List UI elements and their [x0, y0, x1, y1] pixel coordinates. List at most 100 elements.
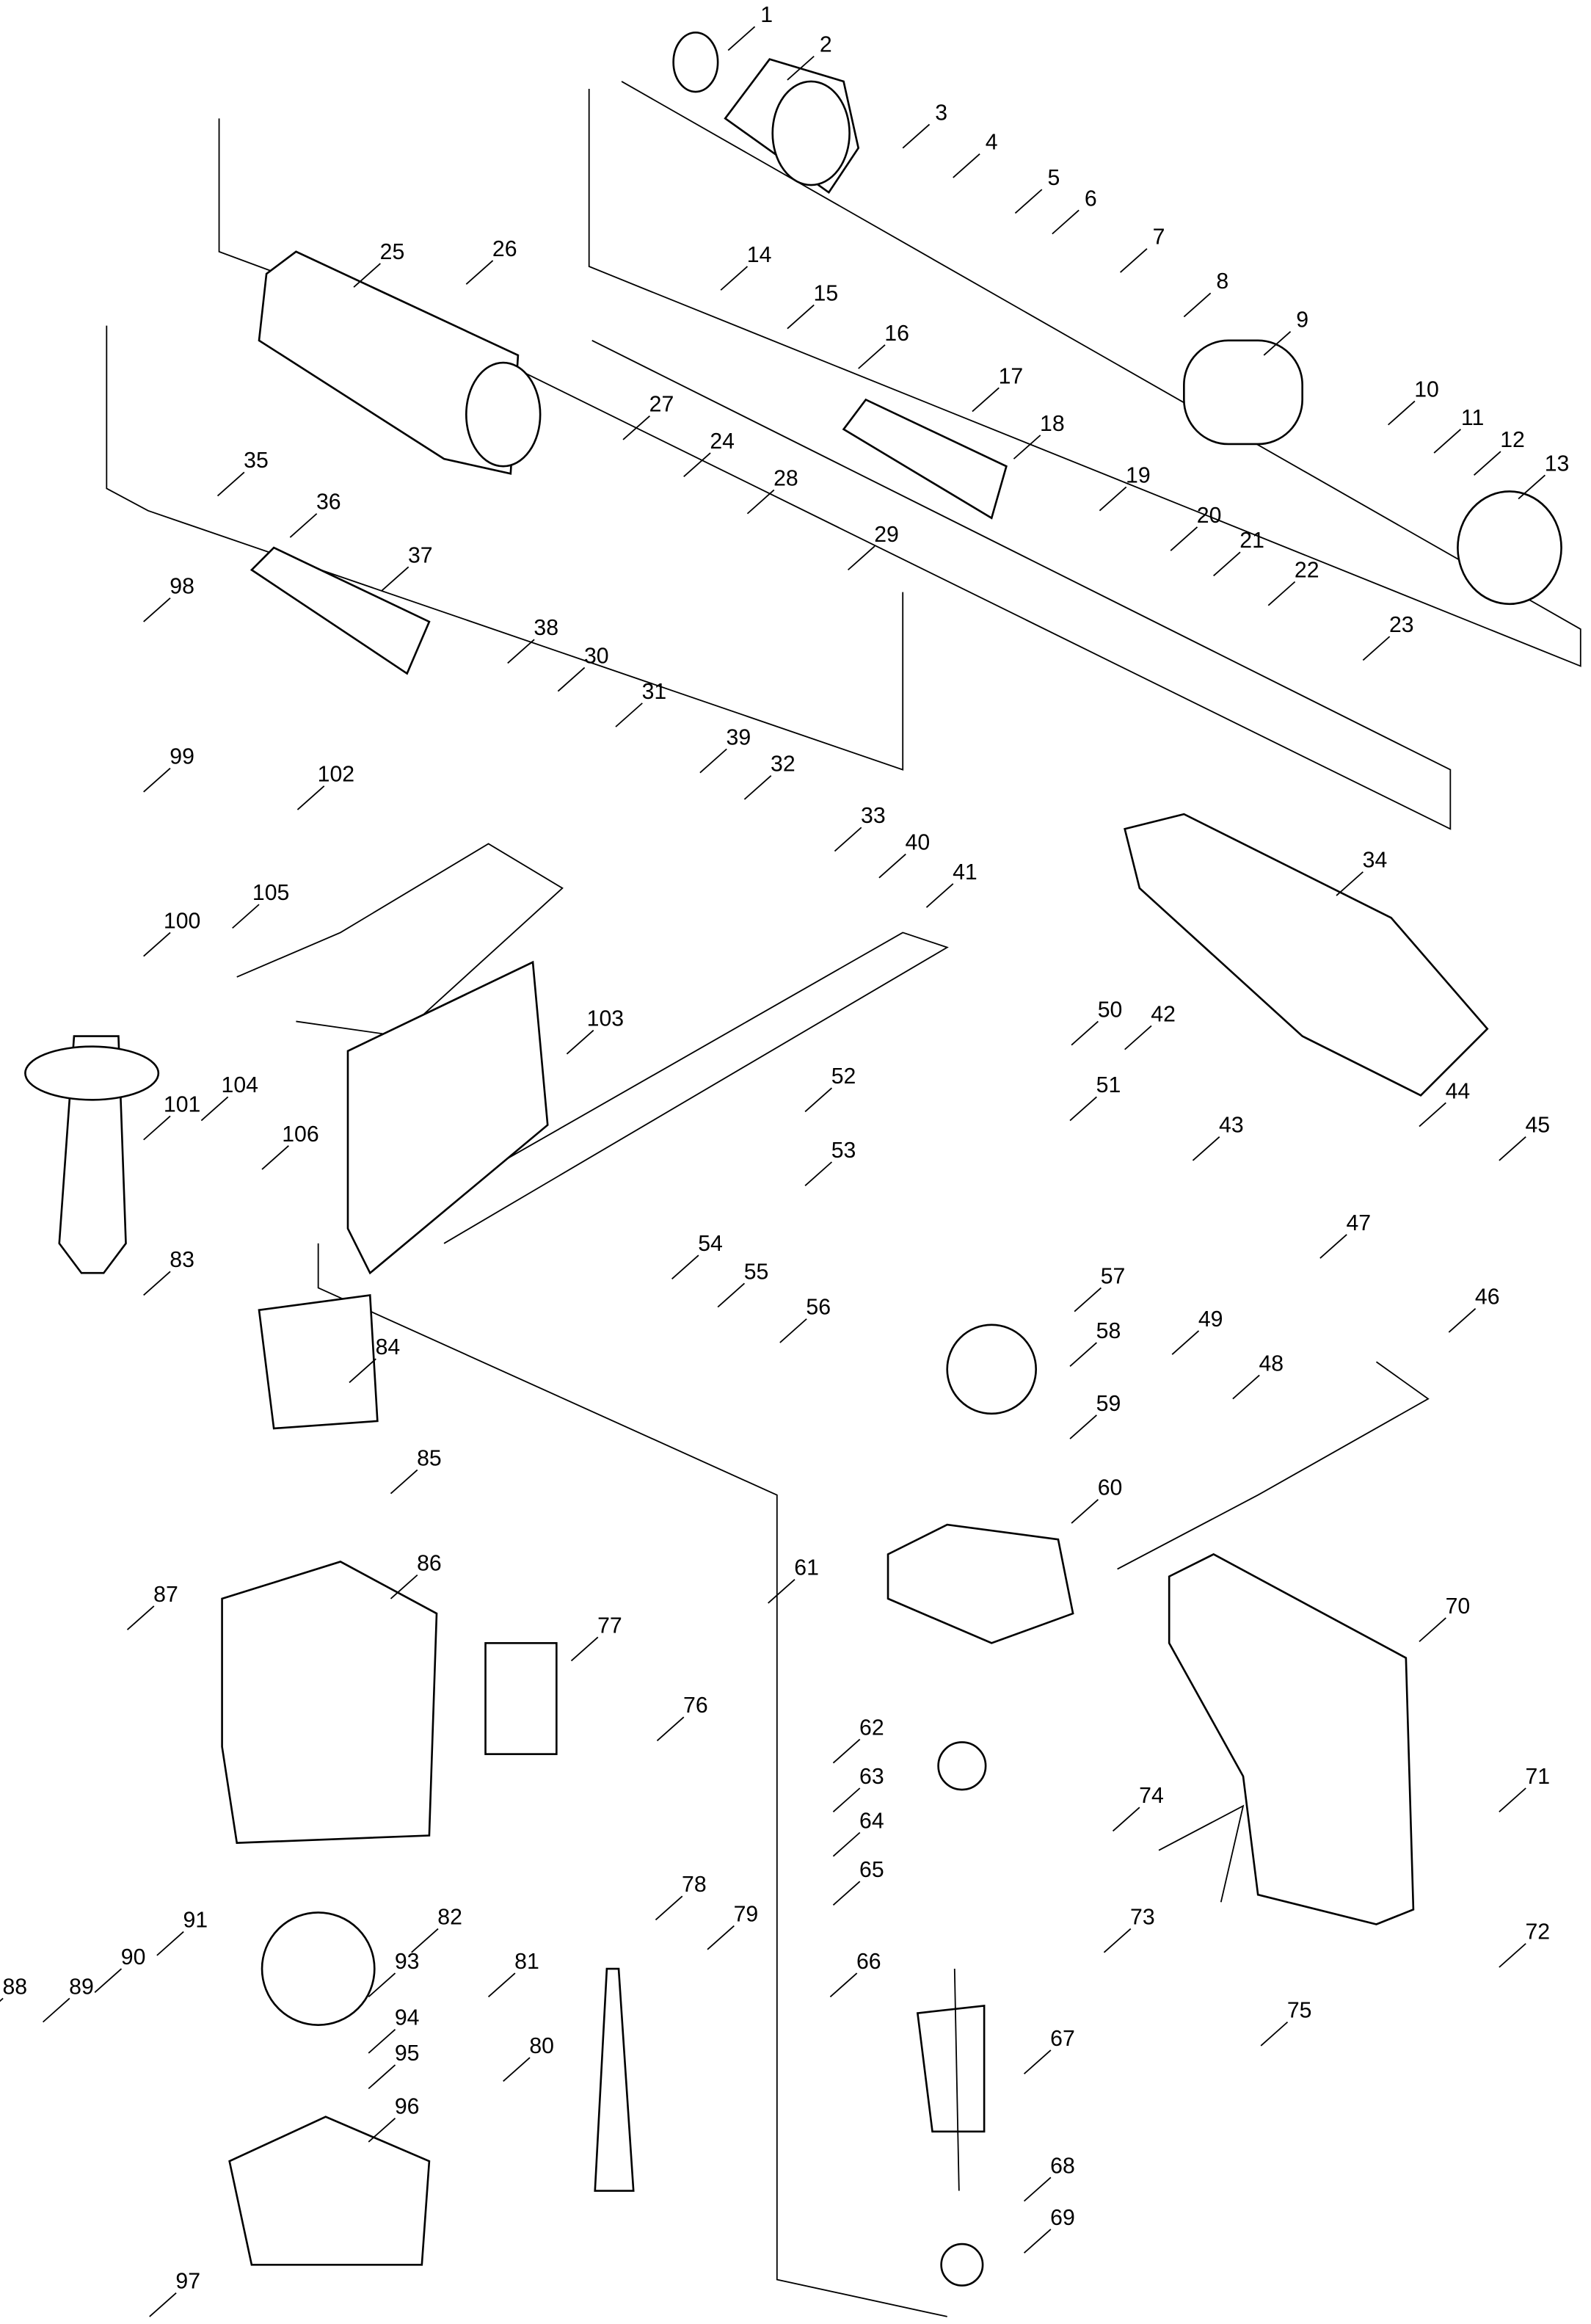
part-number: 102 — [318, 763, 354, 787]
motor-group-frame — [317, 1243, 947, 2317]
part-label-34: 34 — [1336, 849, 1387, 896]
crank-group-frame — [443, 932, 949, 1244]
part-label-66: 66 — [829, 1950, 881, 1998]
part-label-45: 45 — [1499, 1114, 1550, 1161]
leader-line — [746, 489, 775, 515]
part-label-78: 78 — [655, 1873, 707, 1921]
leader-line — [787, 55, 815, 81]
part-number: 46 — [1475, 1285, 1500, 1310]
part-number: 11 — [1461, 406, 1484, 430]
part-number: 85 — [417, 1446, 442, 1470]
part-label-3: 3 — [902, 101, 947, 149]
leader-line — [804, 1161, 833, 1186]
leader-line — [707, 1925, 735, 1950]
part-label-38: 38 — [507, 616, 558, 664]
leader-line — [902, 123, 931, 149]
part-label-73: 73 — [1103, 1906, 1155, 1953]
part-number: 80 — [529, 2034, 554, 2058]
part-number: 26 — [492, 237, 517, 261]
part-label-39: 39 — [699, 725, 751, 774]
leader-line — [126, 1605, 155, 1630]
part-number: 38 — [534, 616, 558, 640]
part-number: 27 — [649, 393, 674, 417]
part-label-64: 64 — [832, 1809, 884, 1857]
leader-line — [1069, 1096, 1097, 1122]
part-number: 1 — [760, 3, 773, 27]
leader-line — [622, 415, 650, 440]
part-label-99: 99 — [143, 745, 194, 793]
part-label-75: 75 — [1260, 1999, 1311, 2047]
part-label-68: 68 — [1023, 2154, 1075, 2202]
part-number: 50 — [1098, 998, 1123, 1022]
part-label-7: 7 — [1120, 225, 1165, 273]
part-label-19: 19 — [1099, 463, 1151, 512]
part-number: 14 — [747, 243, 772, 267]
leader-line — [557, 667, 586, 692]
part-number: 2 — [820, 33, 832, 57]
part-label-95: 95 — [368, 2041, 419, 2090]
part-number: 9 — [1296, 308, 1308, 333]
part-number: 56 — [806, 1296, 831, 1320]
part-number: 17 — [999, 364, 1024, 388]
part-number: 94 — [395, 2006, 420, 2030]
part-label-67: 67 — [1023, 2027, 1075, 2074]
part-number: 5 — [1047, 166, 1060, 190]
part-label-83: 83 — [143, 1248, 194, 1296]
part-number: 39 — [727, 725, 751, 749]
part-number: 106 — [282, 1122, 318, 1147]
part-label-59: 59 — [1069, 1392, 1121, 1439]
leader-line — [1023, 2229, 1052, 2254]
part-label-22: 22 — [1267, 558, 1319, 606]
part-armature-shaft — [953, 1969, 960, 2191]
part-label-54: 54 — [671, 1232, 723, 1279]
part-label-89: 89 — [42, 1975, 94, 2023]
part-number: 6 — [1085, 186, 1097, 211]
part-label-88: 88 — [0, 1975, 27, 2002]
part-label-1: 1 — [727, 3, 773, 51]
part-number: 4 — [986, 131, 998, 155]
leader-line — [779, 1318, 807, 1343]
part-label-8: 8 — [1183, 269, 1228, 318]
leader-line — [368, 2064, 396, 2090]
part-label-62: 62 — [832, 1715, 884, 1764]
major-parts — [24, 32, 1562, 2287]
leader-line — [1473, 451, 1501, 476]
part-number: 93 — [395, 1950, 420, 1974]
part-number: 31 — [642, 680, 667, 704]
leader-line — [1071, 1499, 1099, 1524]
part-stator-cover — [258, 1294, 379, 1430]
leader-line — [1071, 1020, 1099, 1046]
part-number: 23 — [1389, 613, 1414, 637]
part-number: 43 — [1219, 1114, 1244, 1138]
part-label-94: 94 — [368, 2006, 420, 2054]
part-number: 76 — [683, 1693, 708, 1718]
leader-line — [143, 1271, 171, 1296]
leader-line — [1448, 1307, 1477, 1333]
part-label-50: 50 — [1071, 998, 1123, 1046]
part-number: 100 — [164, 909, 200, 933]
part-label-102: 102 — [296, 763, 354, 810]
leader-line — [858, 344, 886, 369]
leader-line — [465, 260, 494, 285]
part-number: 42 — [1151, 1002, 1176, 1026]
part-number: 22 — [1295, 558, 1319, 582]
leader-line — [1433, 429, 1462, 454]
part-number: 65 — [859, 1858, 884, 1882]
part-label-77: 77 — [570, 1613, 622, 1662]
part-number: 10 — [1414, 377, 1439, 402]
leader-line — [1518, 474, 1546, 500]
part-label-72: 72 — [1499, 1920, 1550, 1968]
part-label-87: 87 — [126, 1583, 178, 1630]
part-barrel-end — [465, 361, 542, 468]
leader-line — [353, 263, 381, 288]
part-number: 30 — [584, 644, 609, 668]
front-group-frame — [588, 81, 1581, 667]
part-number: 40 — [906, 831, 931, 855]
part-number: 20 — [1197, 504, 1222, 528]
leader-line — [953, 153, 980, 178]
leader-line — [390, 1469, 418, 1495]
part-label-11: 11 — [1433, 406, 1484, 454]
part-number: 66 — [856, 1950, 881, 1974]
part-label-93: 93 — [368, 1950, 420, 1998]
part-controller — [484, 1642, 558, 1755]
